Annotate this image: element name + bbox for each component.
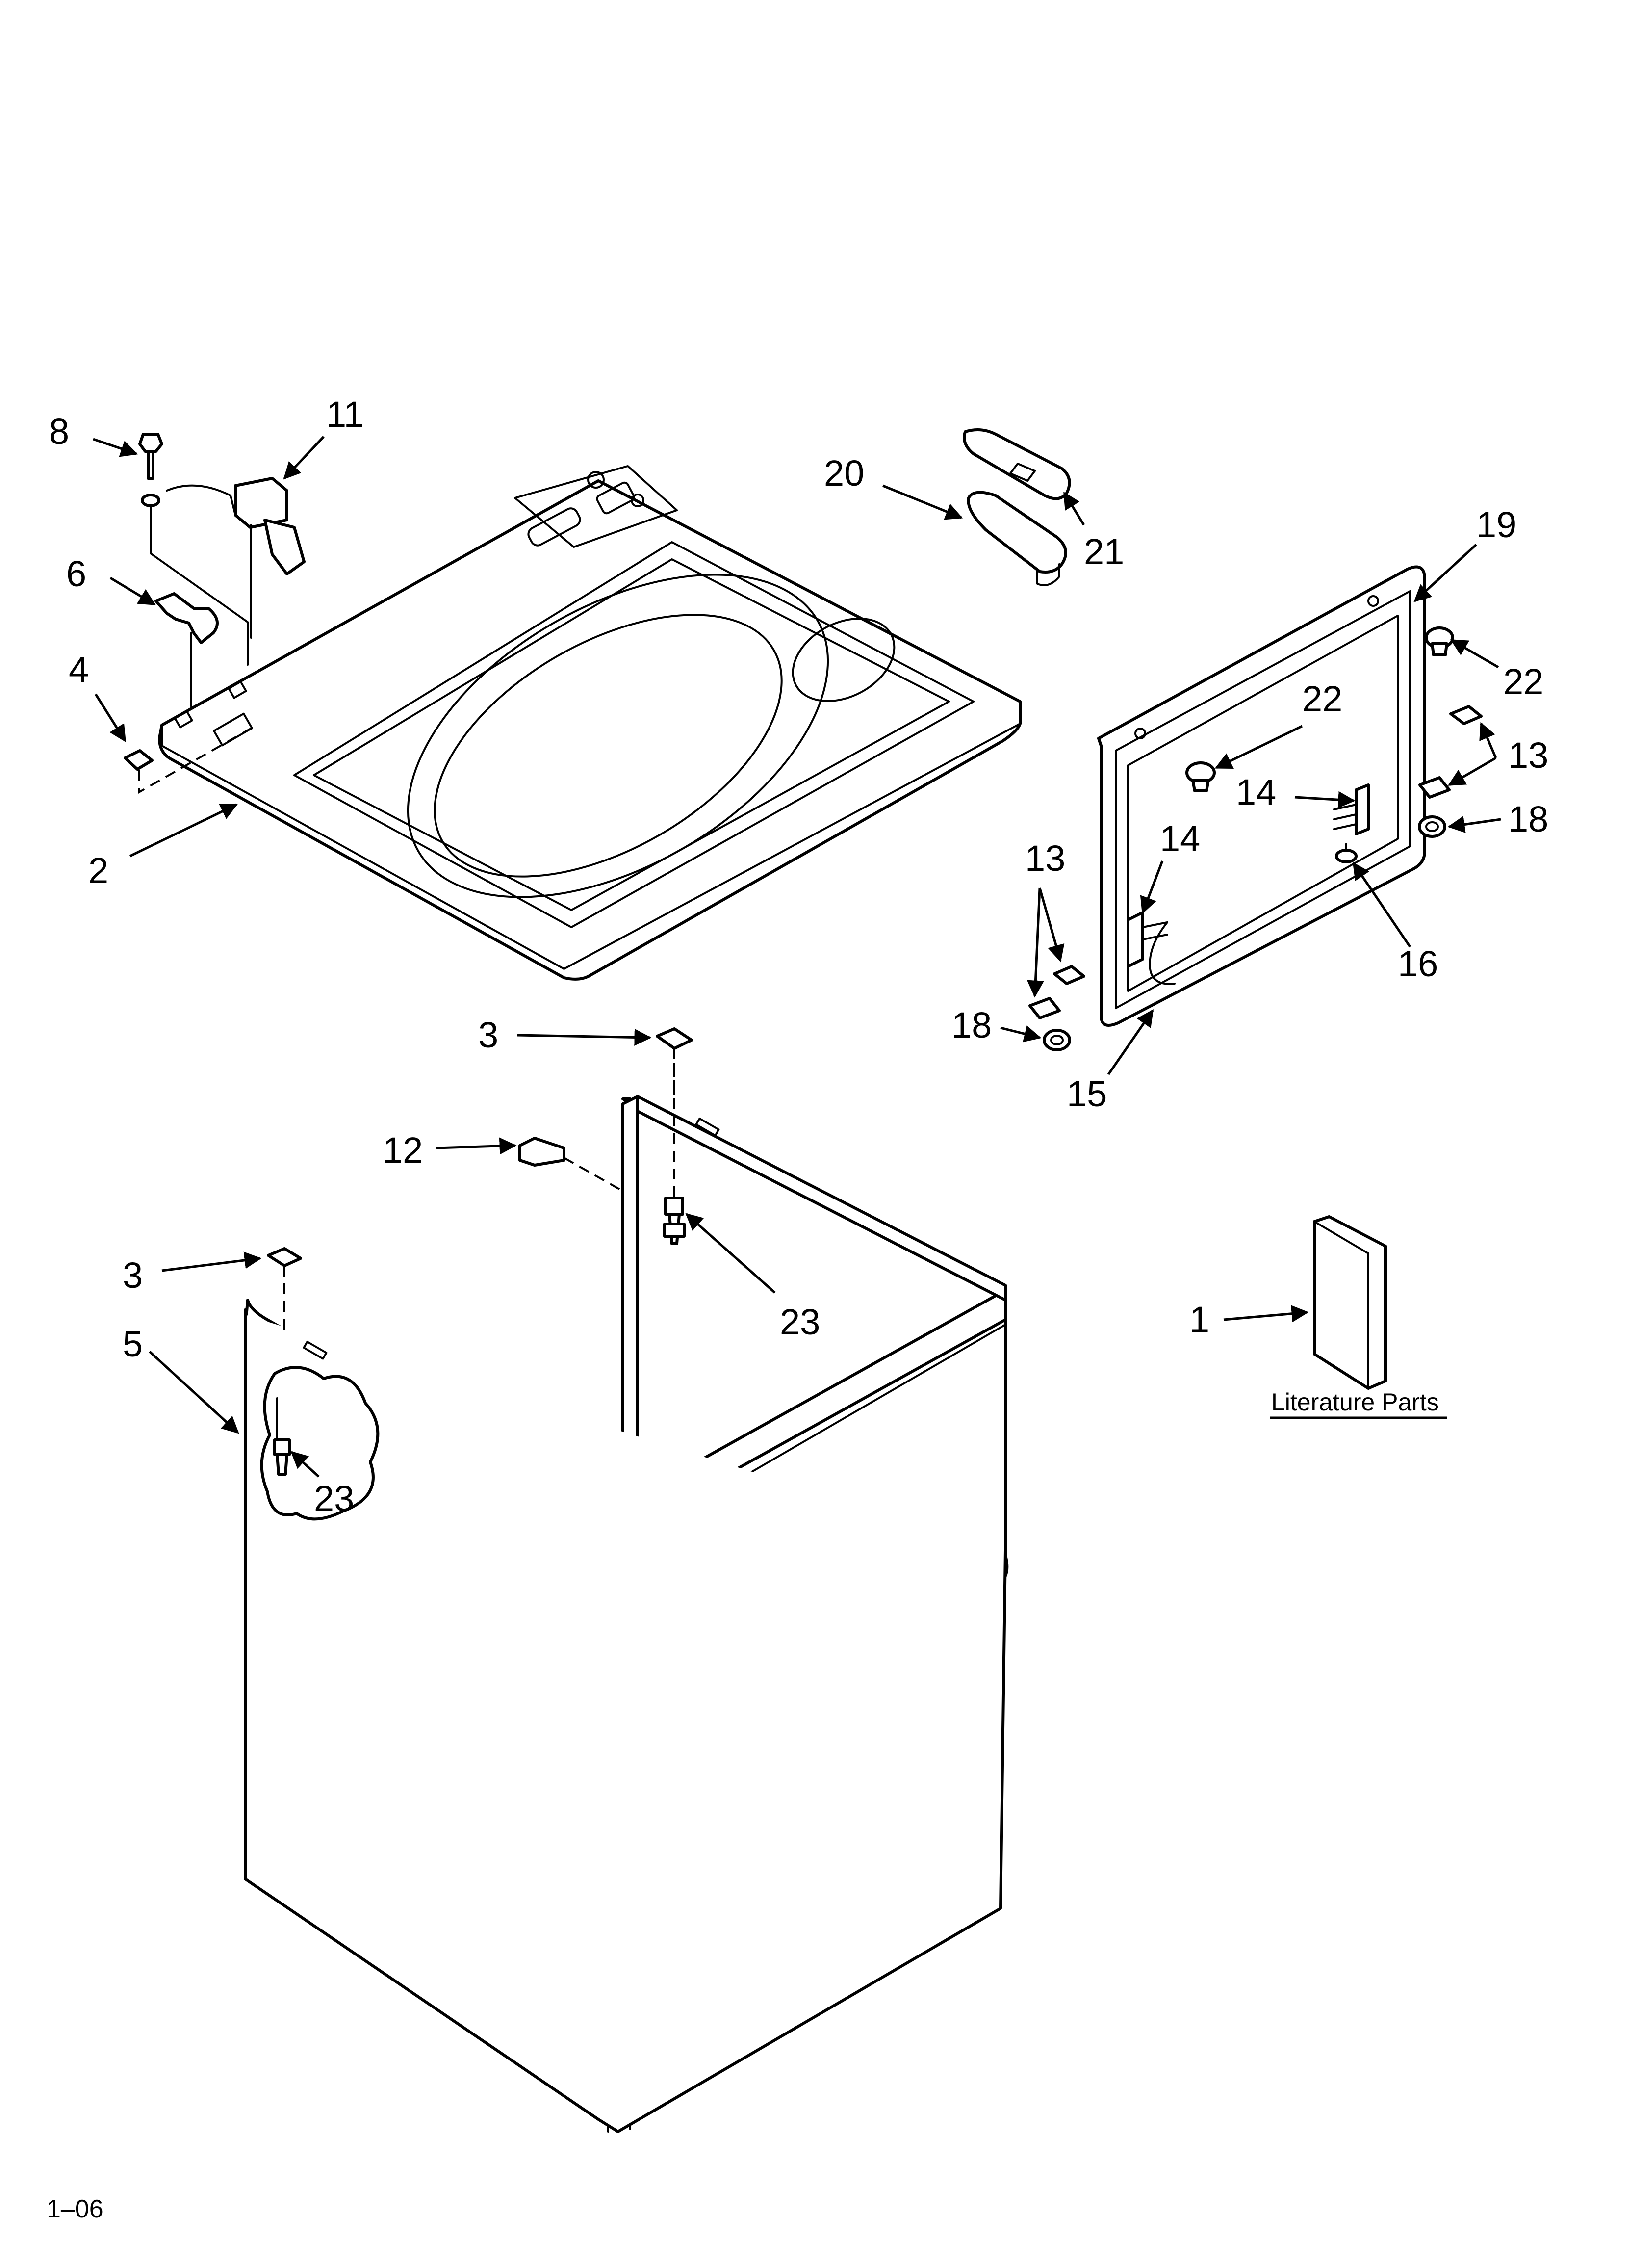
bracket-6 [154,592,219,707]
callout-22-left: 22 [1302,678,1342,719]
callout-18-right: 18 [1508,799,1548,839]
callout-22-right: 22 [1503,661,1543,702]
literature-parts-label: Literature Parts [1271,1388,1439,1416]
cabinet-5 [244,1095,1009,2133]
dispenser-cap-21 [963,428,1071,500]
hinge-14-left [1127,911,1168,968]
callout-18-left: 18 [951,1005,992,1045]
callout-6: 6 [66,553,86,594]
dispenser-20 [967,491,1067,586]
callout-labels: 8 11 6 4 2 20 21 19 22 22 13 14 18 13 14… [49,394,1548,1519]
screws-13-left [1028,965,1085,1019]
lid-19 [1097,565,1426,1027]
spring-16 [1335,843,1358,863]
callout-3-side: 3 [123,1255,143,1296]
callout-8: 8 [49,411,69,452]
top-lid-assembly [158,465,1022,981]
screw-23-side [273,1438,291,1476]
bushing-18-left [1043,1029,1071,1051]
callout-14-left: 14 [1160,818,1200,859]
callout-15: 15 [1067,1073,1107,1114]
clip-3-top [656,1027,693,1096]
callout-13-right: 13 [1508,735,1548,776]
screws-13-right [1418,705,1483,799]
callout-23-top: 23 [780,1302,820,1342]
callout-5: 5 [123,1324,143,1364]
lid-switch-11 [166,477,306,639]
screw-8 [138,433,249,666]
screw-12 [518,1137,621,1191]
callout-23-side: 23 [314,1478,354,1519]
callout-19: 19 [1476,504,1516,545]
footer-code: 1–06 [47,2195,103,2223]
callout-16: 16 [1398,943,1438,984]
callout-12: 12 [383,1130,423,1171]
callout-13-left: 13 [1025,838,1065,879]
bumper-22-right [1425,626,1454,656]
clip-4 [124,725,256,794]
callout-2: 2 [88,850,108,891]
hinge-rod-15 [1149,921,1176,985]
leader-lines [93,436,1501,1478]
clip-3-side [267,1247,302,1334]
callout-4: 4 [69,649,89,690]
callout-14-right: 14 [1236,772,1276,812]
hinge-14-right [1333,783,1370,835]
callout-21: 21 [1084,531,1124,572]
bumper-22-left [1185,761,1216,792]
bushing-18-right [1418,815,1446,838]
callout-11: 11 [326,394,364,435]
callout-20: 20 [824,453,864,494]
callout-1: 1 [1189,1299,1209,1340]
literature-book-1 [1313,1215,1387,1390]
callout-3-top: 3 [478,1015,498,1055]
